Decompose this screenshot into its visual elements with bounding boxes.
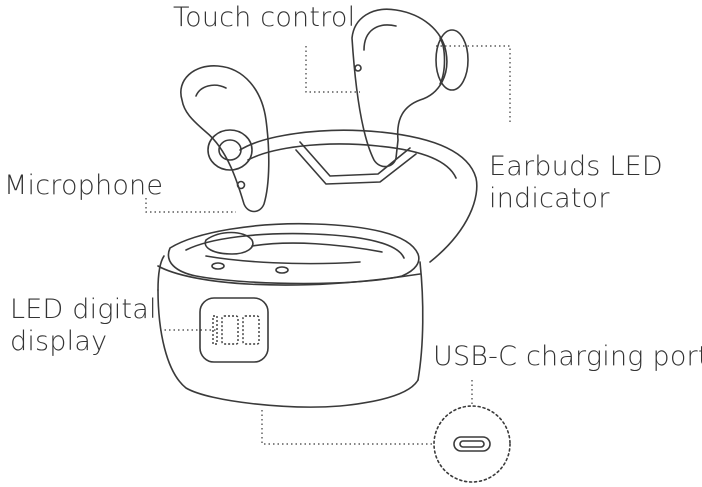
led-digital-display-label: LED digital display [10,294,157,358]
left-earbud [180,65,270,213]
touch-control-text: Touch control [173,2,356,33]
led-display-line2: display [10,326,108,357]
earbuds-led-line1: Earbuds LED [489,151,663,182]
microphone-text: Microphone [4,170,164,201]
usb-c-port [433,405,511,483]
led-indicator-leader [436,45,511,124]
usb-port-text: USB-C charging port [433,341,702,372]
earbuds-led-indicator-label: Earbuds LED indicator [489,151,663,215]
led-display-line1: LED digital [10,294,157,325]
earbuds-led-line2: indicator [489,183,610,214]
case-lid [239,129,478,263]
usb-port-leader [261,410,432,445]
touch-control-label: Touch control [173,2,355,34]
led-digital-display [212,315,260,345]
microphone-label: Microphone [4,170,163,202]
leader-lines [145,45,511,445]
touch-control-leader [305,46,360,93]
usb-c-port-label: USB-C charging port [433,341,702,373]
microphone-leader [145,198,236,213]
case-base [157,222,424,408]
right-earbud [351,8,469,168]
